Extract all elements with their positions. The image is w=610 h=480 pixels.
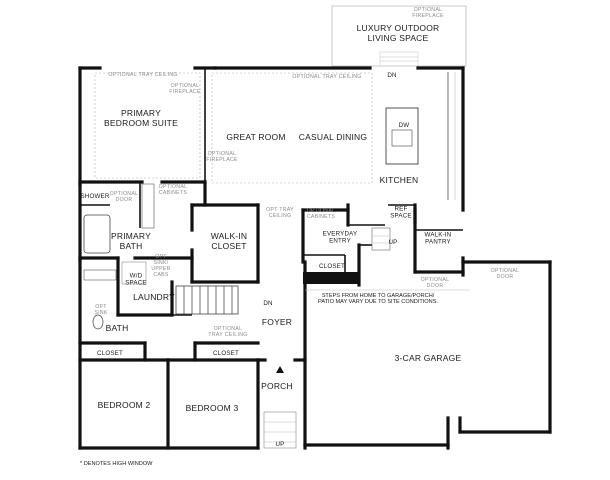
stairs bbox=[175, 285, 239, 315]
note-tray-great: OPTIONAL TRAY CEILING bbox=[292, 74, 361, 80]
marker-dn-outdoor: DN bbox=[387, 72, 396, 79]
label-casual-dining: CASUAL DINING bbox=[299, 132, 367, 142]
exterior-walls bbox=[78, 66, 552, 450]
label-bath: BATH bbox=[106, 323, 129, 333]
label-closet-bedroom-2: CLOSET bbox=[97, 350, 123, 357]
note-garage-steps: STEPS FROM HOME TO GARAGE/PORCH/PATIO MA… bbox=[318, 293, 438, 305]
marker-dn-foyer: DN bbox=[263, 300, 272, 307]
note-high-window: * DENOTES HIGH WINDOW bbox=[80, 461, 153, 467]
label-shower: SHOWER bbox=[80, 193, 109, 200]
stair-markers: DN DN UP UP bbox=[263, 72, 397, 448]
label-closet-bedroom-3: CLOSET bbox=[213, 350, 239, 357]
label-garage: 3-CAR GARAGE bbox=[395, 353, 462, 363]
marker-up-porch: UP bbox=[276, 441, 285, 448]
label-foyer: FOYER bbox=[262, 317, 292, 327]
label-dw: DW bbox=[399, 122, 410, 129]
interior-walls bbox=[78, 180, 463, 450]
label-great-room: GREAT ROOM bbox=[226, 132, 285, 142]
label-porch: PORCH bbox=[261, 381, 293, 391]
note-tray-primary: OPTIONAL TRAY CEILING bbox=[108, 72, 177, 78]
outdoor-living-space bbox=[331, 5, 467, 67]
marker-up-entry: UP bbox=[389, 239, 398, 246]
label-bedroom-2: BEDROOM 2 bbox=[98, 400, 151, 410]
label-closet-entry: CLOSET bbox=[319, 263, 345, 270]
label-kitchen: KITCHEN bbox=[380, 175, 419, 185]
label-bedroom-3: BEDROOM 3 bbox=[186, 403, 239, 413]
fixtures bbox=[83, 72, 470, 449]
label-laundry: LAUNDRY bbox=[133, 292, 175, 302]
